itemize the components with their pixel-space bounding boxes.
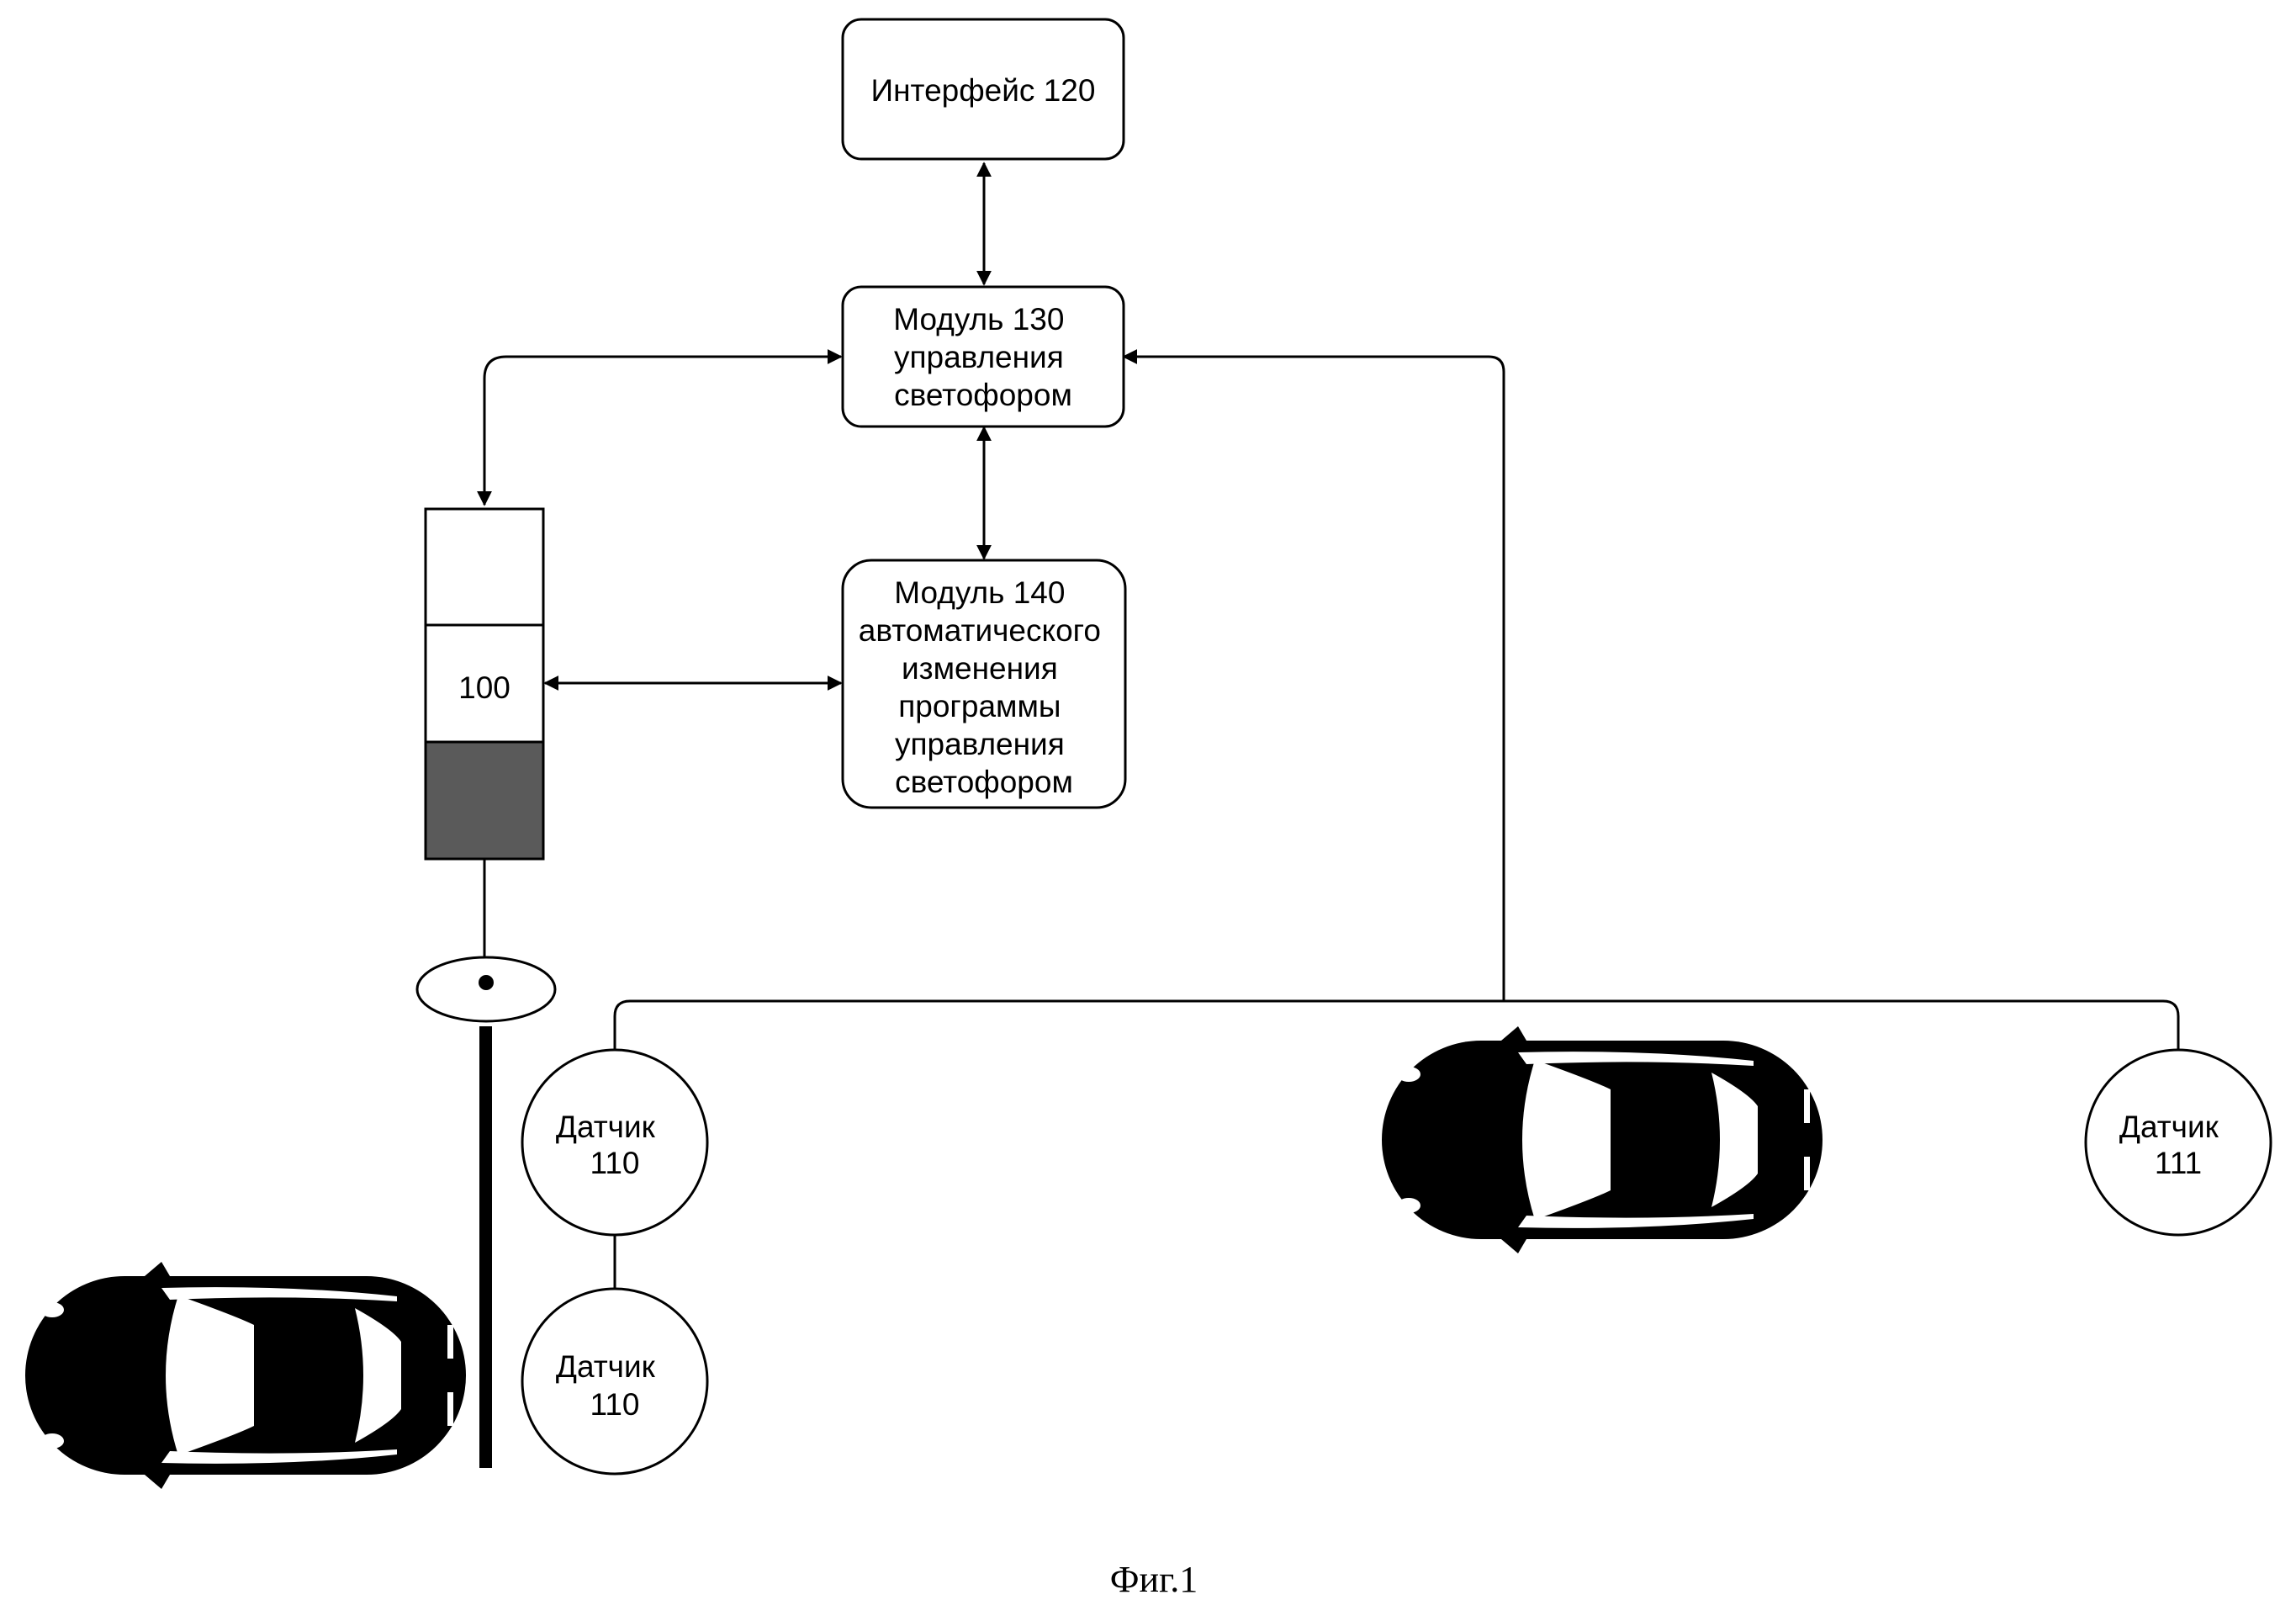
traffic-light-bottom-section: [424, 740, 545, 861]
arrow-module130-traffic-light: [477, 349, 843, 506]
sensor-bus-line: [613, 999, 2180, 1050]
car-icon-left: [25, 1262, 466, 1489]
sensor-110-bottom-label: Датчик 110: [556, 1349, 664, 1422]
connectors: [477, 162, 2180, 1289]
interface-120-label: Интерфейс 120: [871, 73, 1096, 108]
stop-line-dot: [479, 975, 494, 990]
traffic-light-100[interactable]: 100: [424, 507, 545, 861]
car-icon-right: [1382, 1026, 1823, 1253]
module-140-box[interactable]: Модуль 140 автоматического изменения про…: [841, 559, 1127, 809]
sensor-110-bottom[interactable]: Датчик 110: [521, 1287, 709, 1476]
sensor-111[interactable]: Датчик 111: [2084, 1048, 2272, 1237]
module-130-box[interactable]: Модуль 130 управления светофором: [841, 285, 1125, 428]
arrow-sensors-module130: [1122, 349, 1505, 1001]
sensor-110-top[interactable]: Датчик 110: [521, 1048, 709, 1237]
module-130-label: Модуль 130 управления светофором: [893, 302, 1072, 412]
figure-caption: Фиг.1: [1110, 1559, 1198, 1600]
interface-120-box[interactable]: Интерфейс 120: [841, 18, 1125, 161]
traffic-light-label: 100: [458, 670, 511, 705]
stop-line-marker: [415, 956, 557, 1468]
sensor-111-label: Датчик 111: [2119, 1110, 2227, 1180]
sensor-110-top-label: Датчик 110: [556, 1110, 664, 1180]
traffic-light-top-section: [424, 507, 545, 627]
traffic-light-middle-section: [424, 623, 545, 744]
module-140-label: Модуль 140 автоматического изменения про…: [859, 575, 1109, 799]
stop-line: [479, 1026, 492, 1468]
